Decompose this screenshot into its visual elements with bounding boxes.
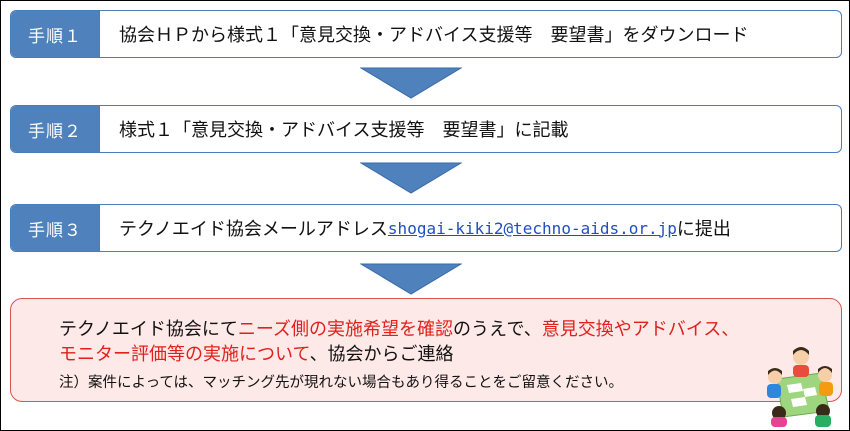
down-arrow-icon [360,162,462,194]
highlight-text: ニーズ側の実施希望を確認 [237,319,454,340]
step-2: 手順２ 様式１「意見交換・アドバイス支援等 要望書」に記載 [10,105,842,153]
email-link[interactable]: shogai-kiki2@techno-aids.or.jp [387,218,677,238]
step-2-label: 手順２ [11,106,100,152]
result-line-1: テクノエイド協会にてニーズ側の実施希望を確認のうえで、意見交換やアドバイス、 [59,315,739,341]
highlight-text: モニター評価等の実施について [59,344,310,365]
step-3-label: 手順３ [11,205,100,251]
step-3-text-after: に提出 [676,219,731,240]
step-2-text: 様式１「意見交換・アドバイス支援等 要望書」に記載 [119,120,569,141]
result-box: テクノエイド協会にてニーズ側の実施希望を確認のうえで、意見交換やアドバイス、 モ… [10,298,842,402]
step-1-text: 協会ＨＰから様式１「意見交換・アドバイス支援等 要望書」をダウンロード [119,25,749,46]
down-arrow-icon [360,67,462,99]
result-text: のうえで、 [453,319,542,340]
down-arrow-icon [360,263,462,295]
step-1: 手順１ 協会ＨＰから様式１「意見交換・アドバイス支援等 要望書」をダウンロード [10,10,842,58]
result-text: 、協会からご連絡 [309,344,454,365]
note-text: 注）案件によっては、マッチング先が現れない場合もあり得ることをご留意ください。 [59,375,624,391]
result-text: テクノエイド協会にて [59,319,238,340]
meeting-people-illustration [767,347,833,427]
highlight-text: 意見交換やアドバイス、 [541,319,740,340]
step-1-label: 手順１ [11,11,100,57]
step-3-text-before: テクノエイド協会メールアドレス [119,219,388,240]
result-line-2: モニター評価等の実施について、協会からご連絡 [59,340,454,366]
